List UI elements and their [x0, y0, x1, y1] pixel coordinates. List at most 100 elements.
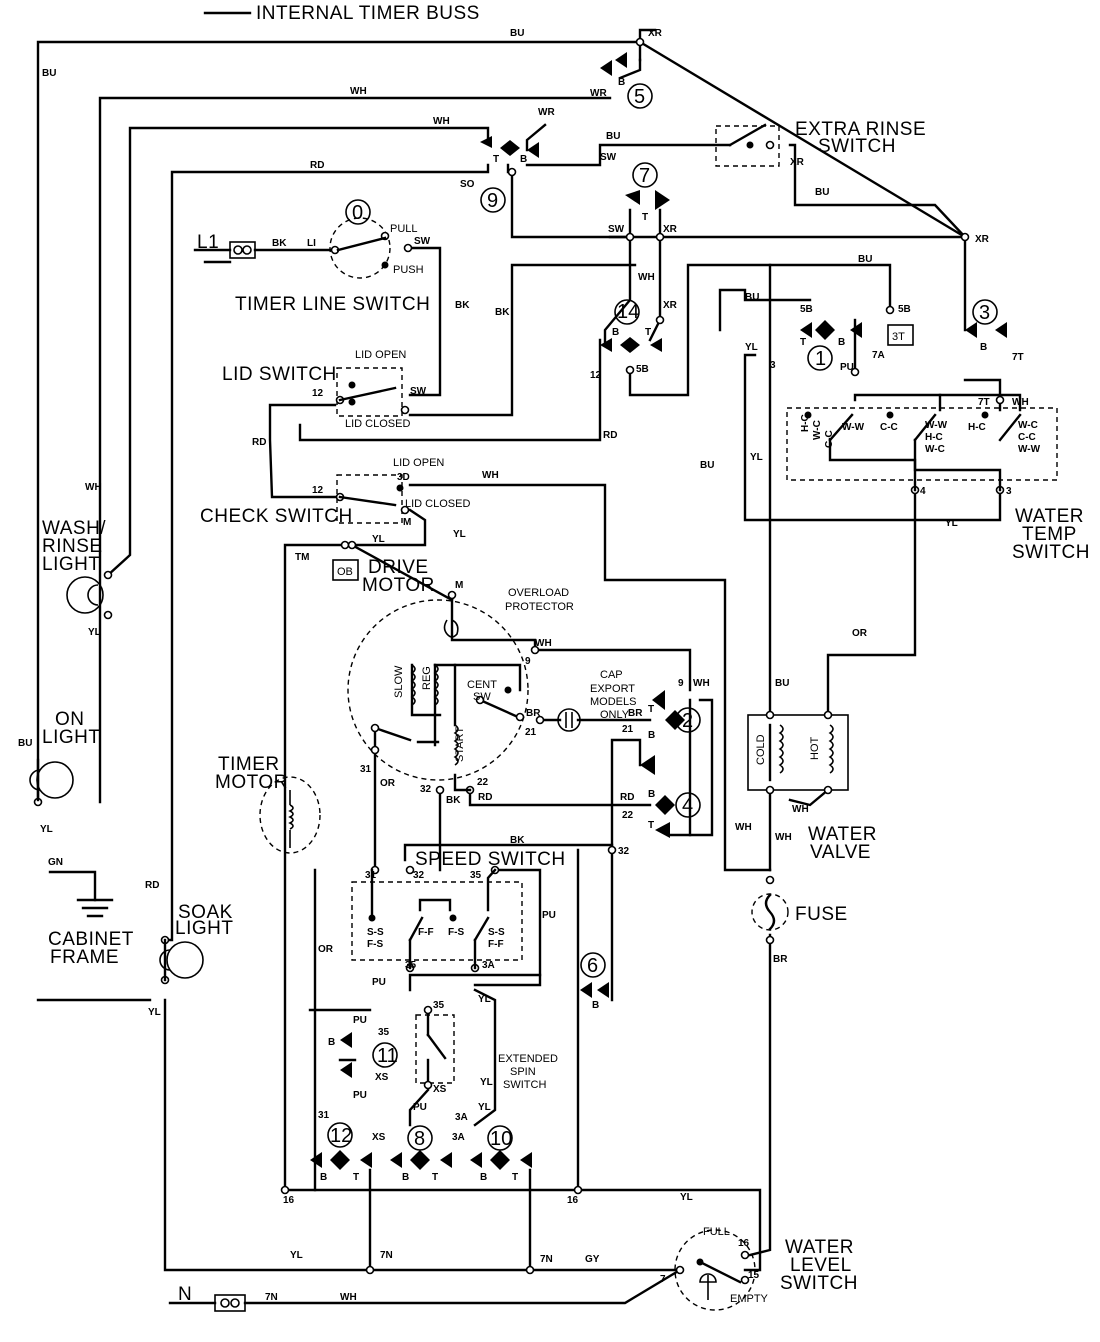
svg-text:B: B [402, 1172, 409, 1183]
water-temp-label-2: TEMP [1022, 524, 1077, 545]
push-label: PUSH [393, 264, 424, 276]
svg-text:F-F: F-F [418, 927, 434, 938]
speed-switch-label: SPEED SWITCH [415, 849, 566, 870]
cold-label: COLD [755, 734, 767, 765]
svg-text:BU: BU [18, 738, 32, 749]
n-label: N [178, 1284, 192, 1305]
svg-text:WH: WH [638, 272, 655, 283]
svg-text:BU: BU [700, 460, 714, 471]
svg-text:12: 12 [312, 485, 324, 496]
svg-text:WH: WH [1012, 397, 1029, 408]
drive-motor-label-1: DRIVE [368, 557, 429, 578]
svg-text:31: 31 [360, 764, 372, 775]
water-temp-label-3: SWITCH [1012, 542, 1090, 563]
svg-text:RD: RD [603, 430, 617, 441]
svg-text:W-W: W-W [925, 420, 948, 431]
svg-text:B: B [592, 1000, 599, 1011]
svg-text:BU: BU [858, 254, 872, 265]
cam-0-number: 0 [352, 202, 363, 224]
wash-rinse-label-2: RINSE [42, 536, 103, 557]
svg-text:31: 31 [365, 870, 377, 881]
lid-switch-label: LID SWITCH [222, 364, 337, 385]
svg-text:21: 21 [622, 724, 634, 735]
check-switch-label: CHECK SWITCH [200, 506, 353, 527]
cabinet-label-1: CABINET [48, 929, 134, 950]
soak-light-label-2: LIGHT [175, 918, 233, 939]
svg-text:RD: RD [310, 160, 324, 171]
drive-motor-label-2: MOTOR [362, 575, 435, 596]
svg-text:YL: YL [750, 452, 763, 463]
capacitor [557, 708, 581, 732]
cam-8-number: 8 [414, 1128, 425, 1150]
reg-label: REG [421, 666, 433, 690]
svg-text:W-C: W-C [812, 420, 823, 440]
svg-text:YL: YL [478, 994, 491, 1005]
svg-text:PU: PU [542, 910, 556, 921]
cent-sw-label-2: SW [473, 691, 491, 703]
cam-6-number: 6 [587, 955, 598, 977]
svg-text:W-W: W-W [842, 422, 865, 433]
svg-text:YL: YL [148, 1007, 161, 1018]
svg-text:4: 4 [920, 486, 926, 497]
svg-text:T: T [512, 1172, 518, 1183]
speed-switch-contacts [368, 868, 497, 970]
ob-label: OB [337, 566, 353, 578]
drive-motor-internal [370, 619, 525, 792]
svg-text:7N: 7N [265, 1292, 278, 1303]
svg-text:OR: OR [380, 778, 396, 789]
svg-text:BU: BU [775, 678, 789, 689]
svg-text:SO: SO [460, 179, 475, 190]
cam-1-number: 1 [815, 348, 826, 370]
svg-text:LI: LI [307, 238, 316, 249]
svg-text:YL: YL [680, 1192, 693, 1203]
svg-text:W-W: W-W [1018, 444, 1041, 455]
slow-label: SLOW [393, 665, 405, 698]
svg-text:YL: YL [88, 627, 101, 638]
cam-11-number: 11 [377, 1045, 398, 1067]
svg-text:XR: XR [648, 28, 663, 39]
on-light-label-2: LIGHT [42, 727, 100, 748]
svg-text:W-C: W-C [1018, 420, 1038, 431]
svg-text:XR: XR [975, 234, 990, 245]
svg-text:WR: WR [590, 88, 607, 99]
svg-text:RD: RD [252, 437, 266, 448]
svg-text:T: T [800, 337, 806, 348]
svg-text:XR: XR [663, 300, 678, 311]
cam-7-number: 7 [639, 165, 650, 187]
cap-label-3: MODELS [590, 696, 636, 708]
svg-text:16: 16 [283, 1195, 295, 1206]
lid-closed-label-1: LID CLOSED [345, 418, 410, 430]
svg-text:T: T [648, 820, 654, 831]
svg-text:F-S: F-S [448, 927, 464, 938]
wires [36, 28, 1002, 1305]
on-light-label-1: ON [55, 709, 85, 730]
svg-text:SW: SW [608, 224, 625, 235]
overload-label-2: PROTECTOR [505, 601, 574, 613]
svg-text:OR: OR [318, 944, 334, 955]
svg-text:B: B [320, 1172, 327, 1183]
svg-text:21: 21 [525, 727, 537, 738]
svg-text:S-S: S-S [488, 927, 505, 938]
3t-box [887, 324, 914, 346]
legend-text: INTERNAL TIMER BUSS [256, 3, 480, 24]
svg-text:35: 35 [405, 960, 417, 971]
lights [29, 576, 204, 982]
svg-text:3: 3 [1006, 486, 1012, 497]
water-level-switch-contacts [696, 1258, 742, 1300]
overload-label-1: OVERLOAD [508, 587, 569, 599]
svg-text:BK: BK [495, 307, 510, 318]
svg-text:B: B [648, 730, 655, 741]
svg-text:BK: BK [455, 300, 470, 311]
empty-label: EMPTY [730, 1293, 769, 1305]
terminals [33, 37, 1005, 1285]
svg-text:BR: BR [526, 708, 541, 719]
cam-10-number: 10 [490, 1128, 512, 1150]
svg-text:15: 15 [748, 1270, 760, 1281]
cam-4-number: 4 [682, 795, 693, 817]
extra-rinse-label-1: EXTRA RINSE [795, 119, 926, 140]
svg-text:T: T [432, 1172, 438, 1183]
svg-text:C-C: C-C [824, 430, 835, 448]
svg-text:35: 35 [433, 1000, 445, 1011]
svg-text:BK: BK [272, 238, 287, 249]
